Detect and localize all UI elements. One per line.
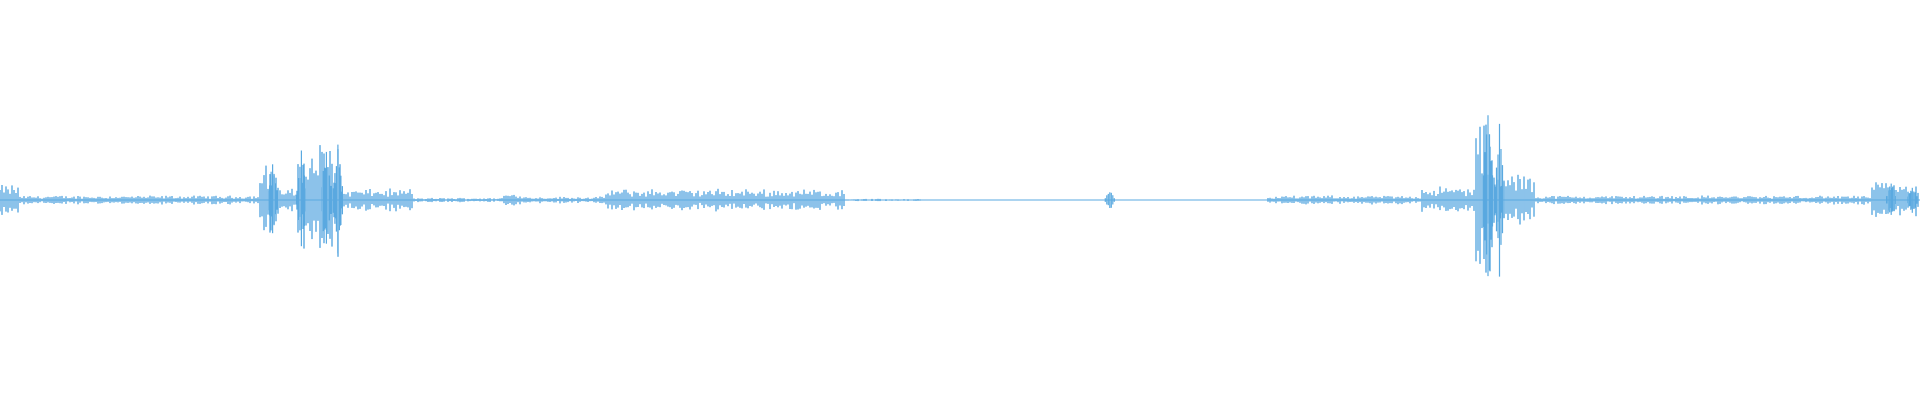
waveform-bars [0,115,1919,277]
